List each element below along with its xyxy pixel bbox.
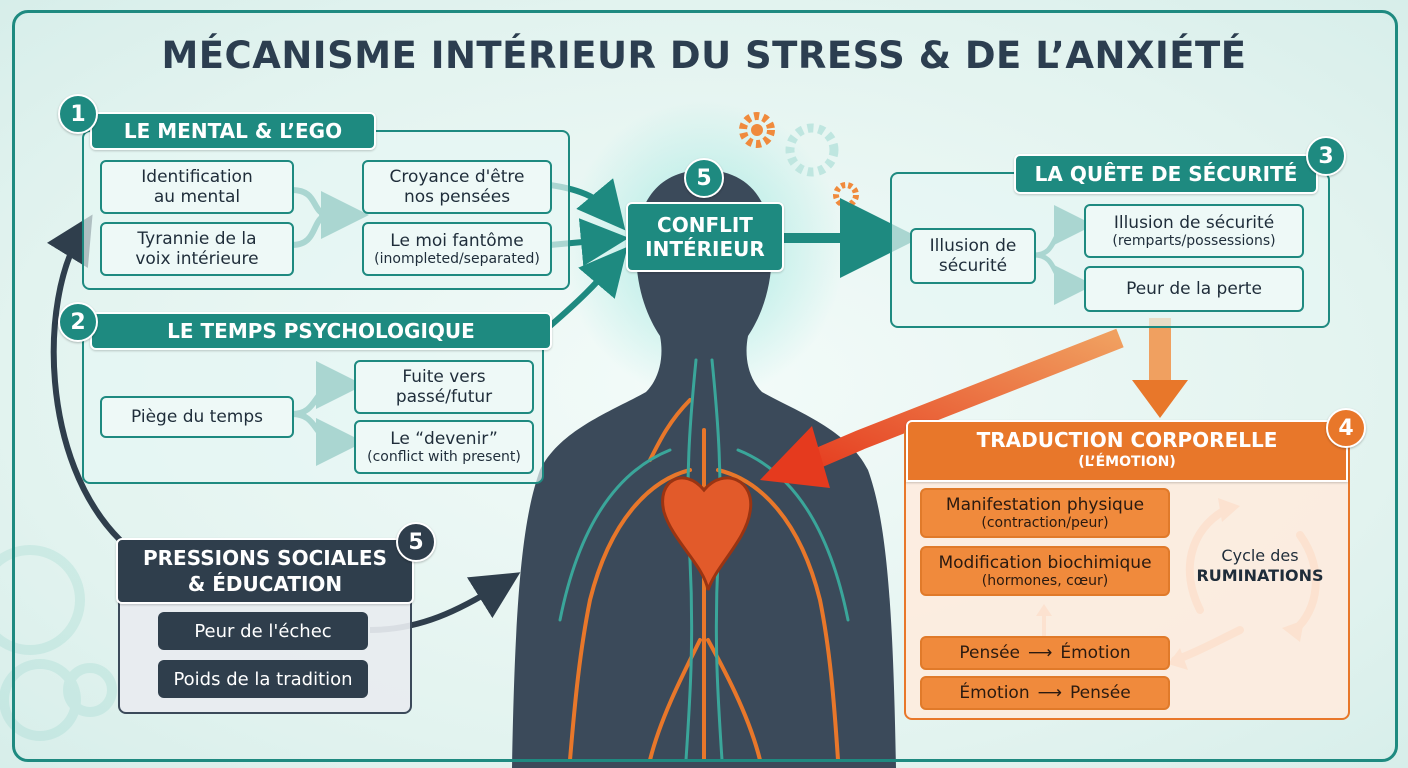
biochimique-line1: Modification biochimique — [938, 553, 1152, 573]
biochimique-line2: (hormones, cœur) — [981, 573, 1109, 589]
section1-header: LE MENTAL & L’EGO — [90, 112, 376, 150]
tyrannie-line1: Tyrannie de la — [137, 229, 257, 249]
illusion-line1: Illusion de — [929, 236, 1017, 256]
section5-line2: & ÉDUCATION — [187, 572, 343, 596]
section5-number-badge: 5 — [396, 522, 436, 562]
section5-line1: PRESSIONS SOCIALES — [143, 546, 387, 570]
manifestation-box: Manifestation physique (contraction/peur… — [920, 488, 1170, 538]
loop-a-to: Émotion — [1060, 643, 1131, 663]
conflit-line2: INTÉRIEUR — [645, 237, 765, 261]
illusion-remparts-box: Illusion de sécurité (remparts/possessio… — [1084, 204, 1304, 258]
manifestation-line2: (contraction/peur) — [981, 515, 1109, 531]
page-title: MÉCANISME INTÉRIEUR DU STRESS & DE L’ANX… — [161, 34, 1247, 77]
arrow-pressures-to-mind — [46, 214, 123, 543]
moi-fantome-line1: Le moi fantôme — [390, 231, 524, 251]
outer-frame — [12, 10, 1398, 762]
tyrannie-line2: voix intérieure — [135, 249, 259, 269]
loop-b-from: Émotion — [959, 683, 1030, 703]
arrow-right-icon: ⟶ — [1028, 643, 1053, 663]
poids-tradition-box: Poids de la tradition — [158, 660, 368, 698]
cycle-line1: Cycle des — [1221, 546, 1299, 565]
croyance-line1: Croyance d'être — [389, 167, 525, 187]
conflit-line1: CONFLIT — [657, 213, 753, 237]
section2-header: LE TEMPS PSYCHOLOGIQUE — [90, 312, 552, 350]
identification-box: Identification au mental — [100, 160, 294, 214]
section5-header: PRESSIONS SOCIALES & ÉDUCATION — [116, 538, 414, 604]
tyrannie-box: Tyrannie de la voix intérieure — [100, 222, 294, 276]
section4-title: TRADUCTION CORPORELLE — [976, 428, 1278, 452]
fuite-line2: passé/futur — [395, 387, 493, 407]
biochimique-box: Modification biochimique (hormones, cœur… — [920, 546, 1170, 596]
devenir-box: Le “devenir” (conflict with present) — [354, 420, 534, 474]
section4-header: TRADUCTION CORPORELLE (L’ÉMOTION) — [906, 420, 1348, 482]
human-body-icon — [512, 170, 896, 768]
loop-b-to: Pensée — [1070, 683, 1131, 703]
remparts-line1: Illusion de sécurité — [1113, 213, 1275, 233]
background-gear-icon — [0, 545, 117, 741]
section4-subtitle: (L’ÉMOTION) — [1078, 454, 1176, 470]
heart-icon — [661, 476, 753, 591]
devenir-line2: (conflict with present) — [367, 449, 521, 465]
croyance-box: Croyance d'être nos pensées — [362, 160, 552, 214]
arrow-to-heart-head — [760, 426, 830, 488]
illusion-line2: sécurité — [938, 256, 1008, 276]
illusion-securite-box: Illusion de sécurité — [910, 228, 1036, 284]
section1-number-badge: 1 — [58, 94, 98, 134]
arrow-right-icon: ⟶ — [1037, 683, 1062, 703]
peur-perte-label: Peur de la perte — [1126, 279, 1262, 299]
arrow-security-to-body-head — [1132, 380, 1188, 418]
manifestation-line1: Manifestation physique — [945, 495, 1145, 515]
emotion-pensee-box: Émotion ⟶ Pensée — [920, 676, 1170, 710]
devenir-line1: Le “devenir” — [390, 429, 498, 449]
cycle-ruminations-label: Cycle des RUMINATIONS — [1190, 546, 1330, 586]
croyance-line2: nos pensées — [403, 187, 511, 207]
peur-perte-box: Peur de la perte — [1084, 266, 1304, 312]
identification-line2: au mental — [153, 187, 241, 207]
conflit-interieur-box: CONFLIT INTÉRIEUR — [626, 202, 784, 272]
section3-header: LA QUÊTE DE SÉCURITÉ — [1014, 154, 1318, 194]
piege-du-temps-label: Piège du temps — [130, 407, 263, 427]
remparts-line2: (remparts/possessions) — [1112, 233, 1276, 249]
cycle-line2: RUMINATIONS — [1196, 566, 1324, 585]
center-number-badge: 5 — [684, 158, 724, 198]
peur-echec-box: Peur de l'échec — [158, 612, 368, 650]
section2-number-badge: 2 — [58, 302, 98, 342]
moi-fantome-line2: (inompleted/separated) — [374, 251, 540, 267]
section4-number-badge: 4 — [1326, 408, 1366, 448]
loop-a-from: Pensée — [959, 643, 1020, 663]
piege-du-temps-box: Piège du temps — [100, 396, 294, 438]
moi-fantome-box: Le moi fantôme (inompleted/separated) — [362, 222, 552, 276]
fuite-line1: Fuite vers — [402, 367, 486, 387]
section3-number-badge: 3 — [1306, 136, 1346, 176]
fuite-box: Fuite vers passé/futur — [354, 360, 534, 414]
identification-line1: Identification — [141, 167, 253, 187]
pensee-emotion-box: Pensée ⟶ Émotion — [920, 636, 1170, 670]
